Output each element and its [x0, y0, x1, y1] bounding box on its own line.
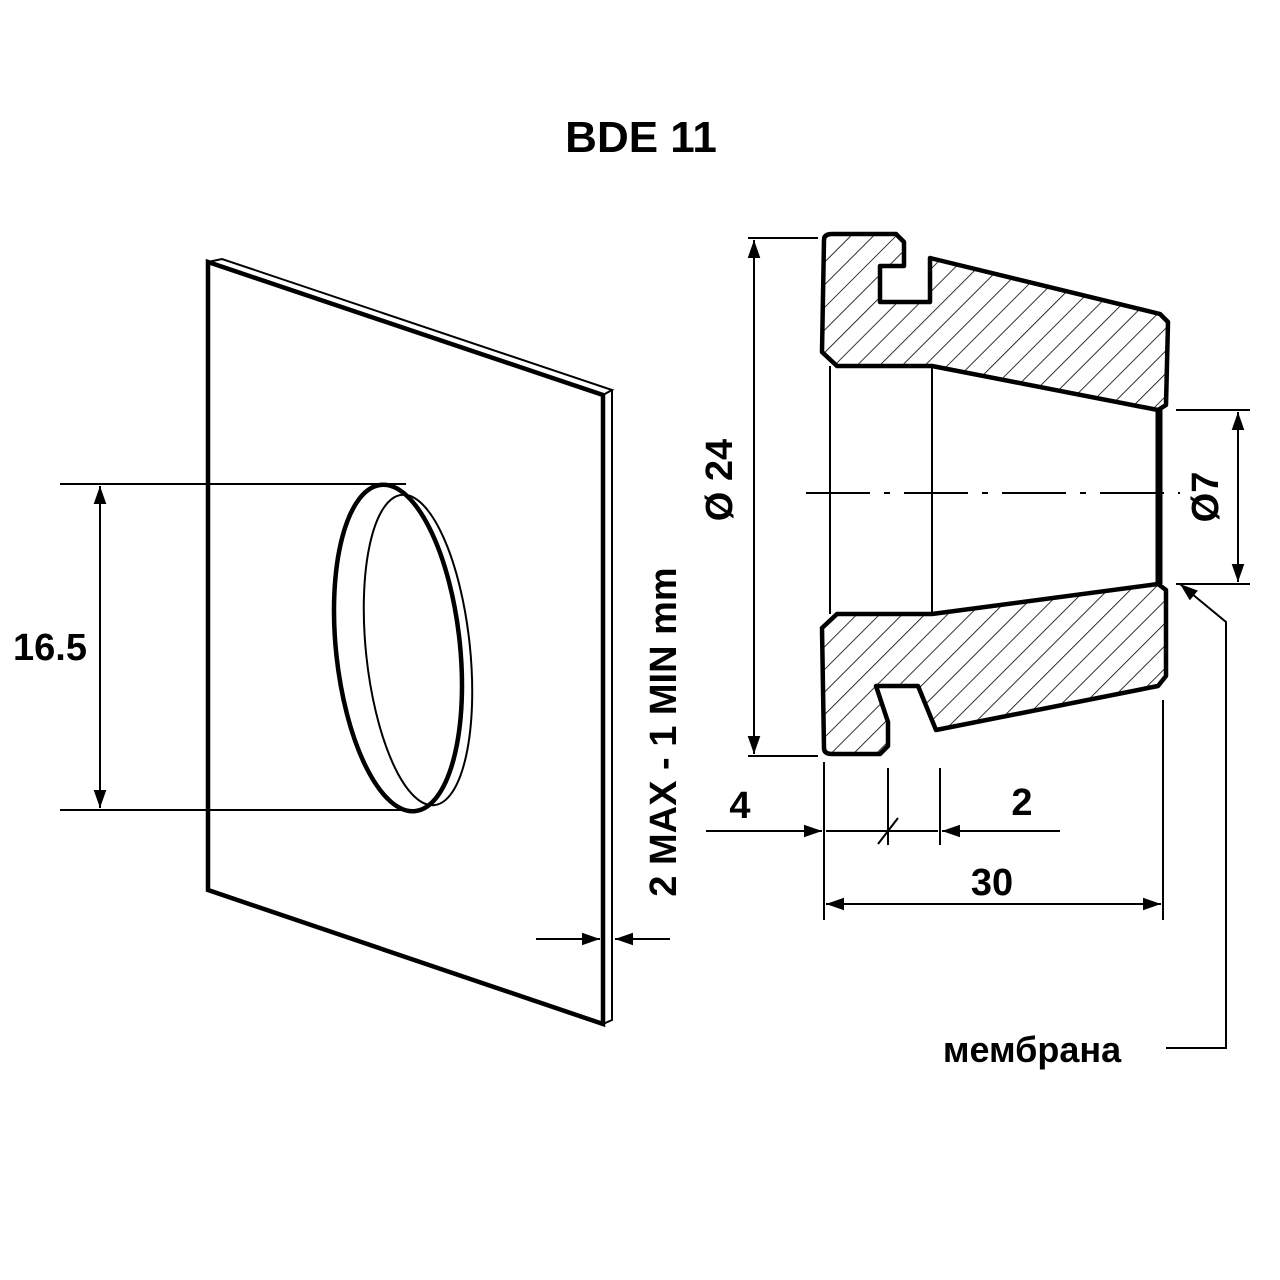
grommet-upper-half	[819, 231, 1171, 413]
groove-width-label: 2	[1011, 782, 1032, 824]
groove-tick	[877, 817, 899, 845]
drawing-title: BDE 11	[565, 113, 717, 162]
panel-face	[205, 258, 606, 1028]
panel-right-edge	[602, 390, 613, 1025]
overall-length-label: 30	[971, 862, 1013, 904]
hole-dimension-label: 16.5	[13, 627, 87, 669]
flange-width-label: 4	[729, 785, 750, 827]
inner-diameter-label: Ø7	[1185, 472, 1227, 523]
panel-view: 16.5 2 MAX - 1 MIN mm	[13, 257, 685, 1028]
membrane-leader	[1166, 583, 1227, 1049]
membrane-label: мембрана	[943, 1029, 1122, 1070]
thickness-label: 2 MAX - 1 MIN mm	[643, 567, 685, 896]
bore-taper-bottom	[931, 583, 1159, 615]
grommet-lower-half	[819, 581, 1169, 757]
bore-taper-top	[931, 365, 1159, 411]
outer-diameter-label: Ø 24	[699, 439, 741, 521]
panel-hole	[60, 482, 474, 814]
panel-top-edge	[207, 257, 615, 396]
grommet-section: Ø 24 Ø7 4 2 30 мембрана	[699, 231, 1250, 1070]
